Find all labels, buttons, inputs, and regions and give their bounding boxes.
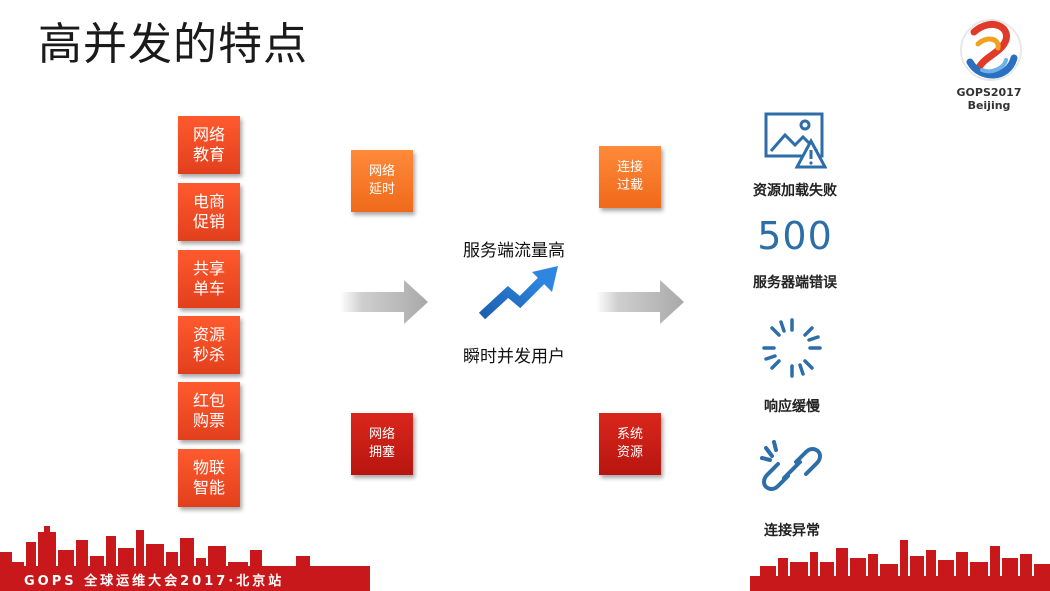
issue-network-latency: 网络延时 xyxy=(351,150,413,212)
scenario-iot: 物联智能 xyxy=(178,449,240,507)
footer-event-title: GOPS 全球运维大会2017·北京站 xyxy=(24,574,285,589)
scenario-line-2: 购票 xyxy=(192,411,225,430)
scenario-line-2: 促销 xyxy=(192,212,225,231)
scenario-ecommerce-promotion: 电商促销 xyxy=(178,183,240,241)
right-arrow-icon xyxy=(596,280,684,324)
issue-line-2: 过载 xyxy=(616,178,643,193)
issue-line-2: 拥塞 xyxy=(368,445,395,460)
scenario-bike-sharing: 共享单车 xyxy=(178,250,240,308)
logo-line-2: Beijing xyxy=(967,99,1011,112)
scenario-line-2: 教育 xyxy=(192,145,225,164)
server-traffic-label: 服务端流量高 xyxy=(463,241,565,261)
issue-line-1: 连接 xyxy=(616,160,643,175)
scenario-line-1: 电商 xyxy=(192,192,225,211)
scenario-line-1: 资源 xyxy=(192,325,225,344)
scenario-line-2: 智能 xyxy=(192,478,225,497)
effect-label-server-error: 服务器端错误 xyxy=(753,275,837,291)
issue-line-1: 网络 xyxy=(368,427,395,442)
effect-label-slow-response: 响应缓慢 xyxy=(764,399,820,415)
logo-line-1: GOPS2017 xyxy=(956,86,1022,99)
scenario-line-1: 网络 xyxy=(192,125,225,144)
gops-logo-icon xyxy=(960,19,1022,81)
scenario-line-1: 物联 xyxy=(192,458,225,477)
slide-title: 高并发的特点 xyxy=(38,19,308,70)
scenario-line-1: 共享 xyxy=(192,259,225,278)
footer-bar-right xyxy=(750,583,1050,591)
issue-line-2: 延时 xyxy=(368,182,395,197)
logo-text: GOPS2017 Beijing xyxy=(944,86,1034,112)
image-warning-icon xyxy=(764,112,827,169)
scenario-flash-sale: 资源秒杀 xyxy=(178,316,240,374)
500-icon: 500 xyxy=(757,214,833,258)
city-skyline-left-icon xyxy=(0,526,370,591)
effect-label-resource-load-failure: 资源加载失败 xyxy=(753,183,837,199)
concurrent-users-label: 瞬时并发用户 xyxy=(463,347,565,367)
loading-spinner-icon xyxy=(762,318,822,378)
scenario-online-education: 网络教育 xyxy=(178,116,240,174)
scenario-line-1: 红包 xyxy=(192,391,225,410)
issue-system-resources: 系统资源 xyxy=(599,413,661,475)
issue-line-2: 资源 xyxy=(616,445,643,460)
effect-label-connection-error: 连接异常 xyxy=(764,523,820,539)
scenario-line-2: 秒杀 xyxy=(192,345,225,364)
broken-link-icon xyxy=(760,440,823,491)
scenario-red-packet-tickets: 红包购票 xyxy=(178,382,240,440)
trend-up-arrow-icon xyxy=(478,266,558,320)
scenario-line-2: 单车 xyxy=(192,279,225,298)
issue-line-1: 网络 xyxy=(368,164,395,179)
issue-network-congestion: 网络拥塞 xyxy=(351,413,413,475)
issue-connection-overload: 连接过载 xyxy=(599,146,661,208)
issue-line-1: 系统 xyxy=(616,427,643,442)
right-arrow-icon xyxy=(340,280,428,324)
